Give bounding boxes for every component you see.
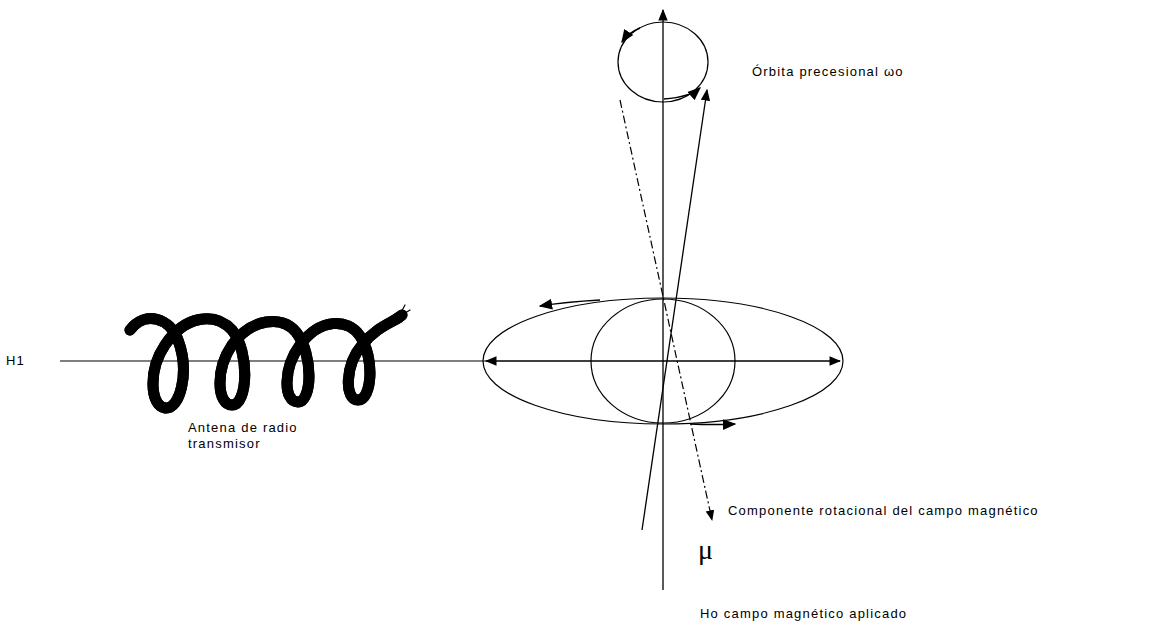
magnetic-moment-vector bbox=[642, 90, 707, 530]
coil-antenna bbox=[130, 305, 410, 408]
component-label: Componente rotacional del campo magnétic… bbox=[728, 503, 1039, 519]
rotating-component bbox=[620, 100, 712, 520]
antenna-label: Antena de radio transmisor bbox=[188, 420, 328, 453]
h1-axis bbox=[60, 360, 486, 361]
ellipse-arrow bbox=[690, 423, 735, 425]
orbit-arrow bbox=[622, 28, 640, 42]
precession-orbit bbox=[618, 22, 708, 102]
moment-symbol: μ bbox=[698, 532, 713, 567]
ellipse-arrow bbox=[540, 300, 600, 306]
h1-oscillation bbox=[486, 360, 840, 361]
orbit-label: Órbita precesional ωo bbox=[752, 64, 904, 80]
field-name: H1 bbox=[6, 353, 25, 369]
orbit-arrow bbox=[664, 88, 700, 99]
field-label: Ho campo magnético aplicado bbox=[700, 606, 907, 622]
rotation-ellipse bbox=[483, 298, 843, 424]
